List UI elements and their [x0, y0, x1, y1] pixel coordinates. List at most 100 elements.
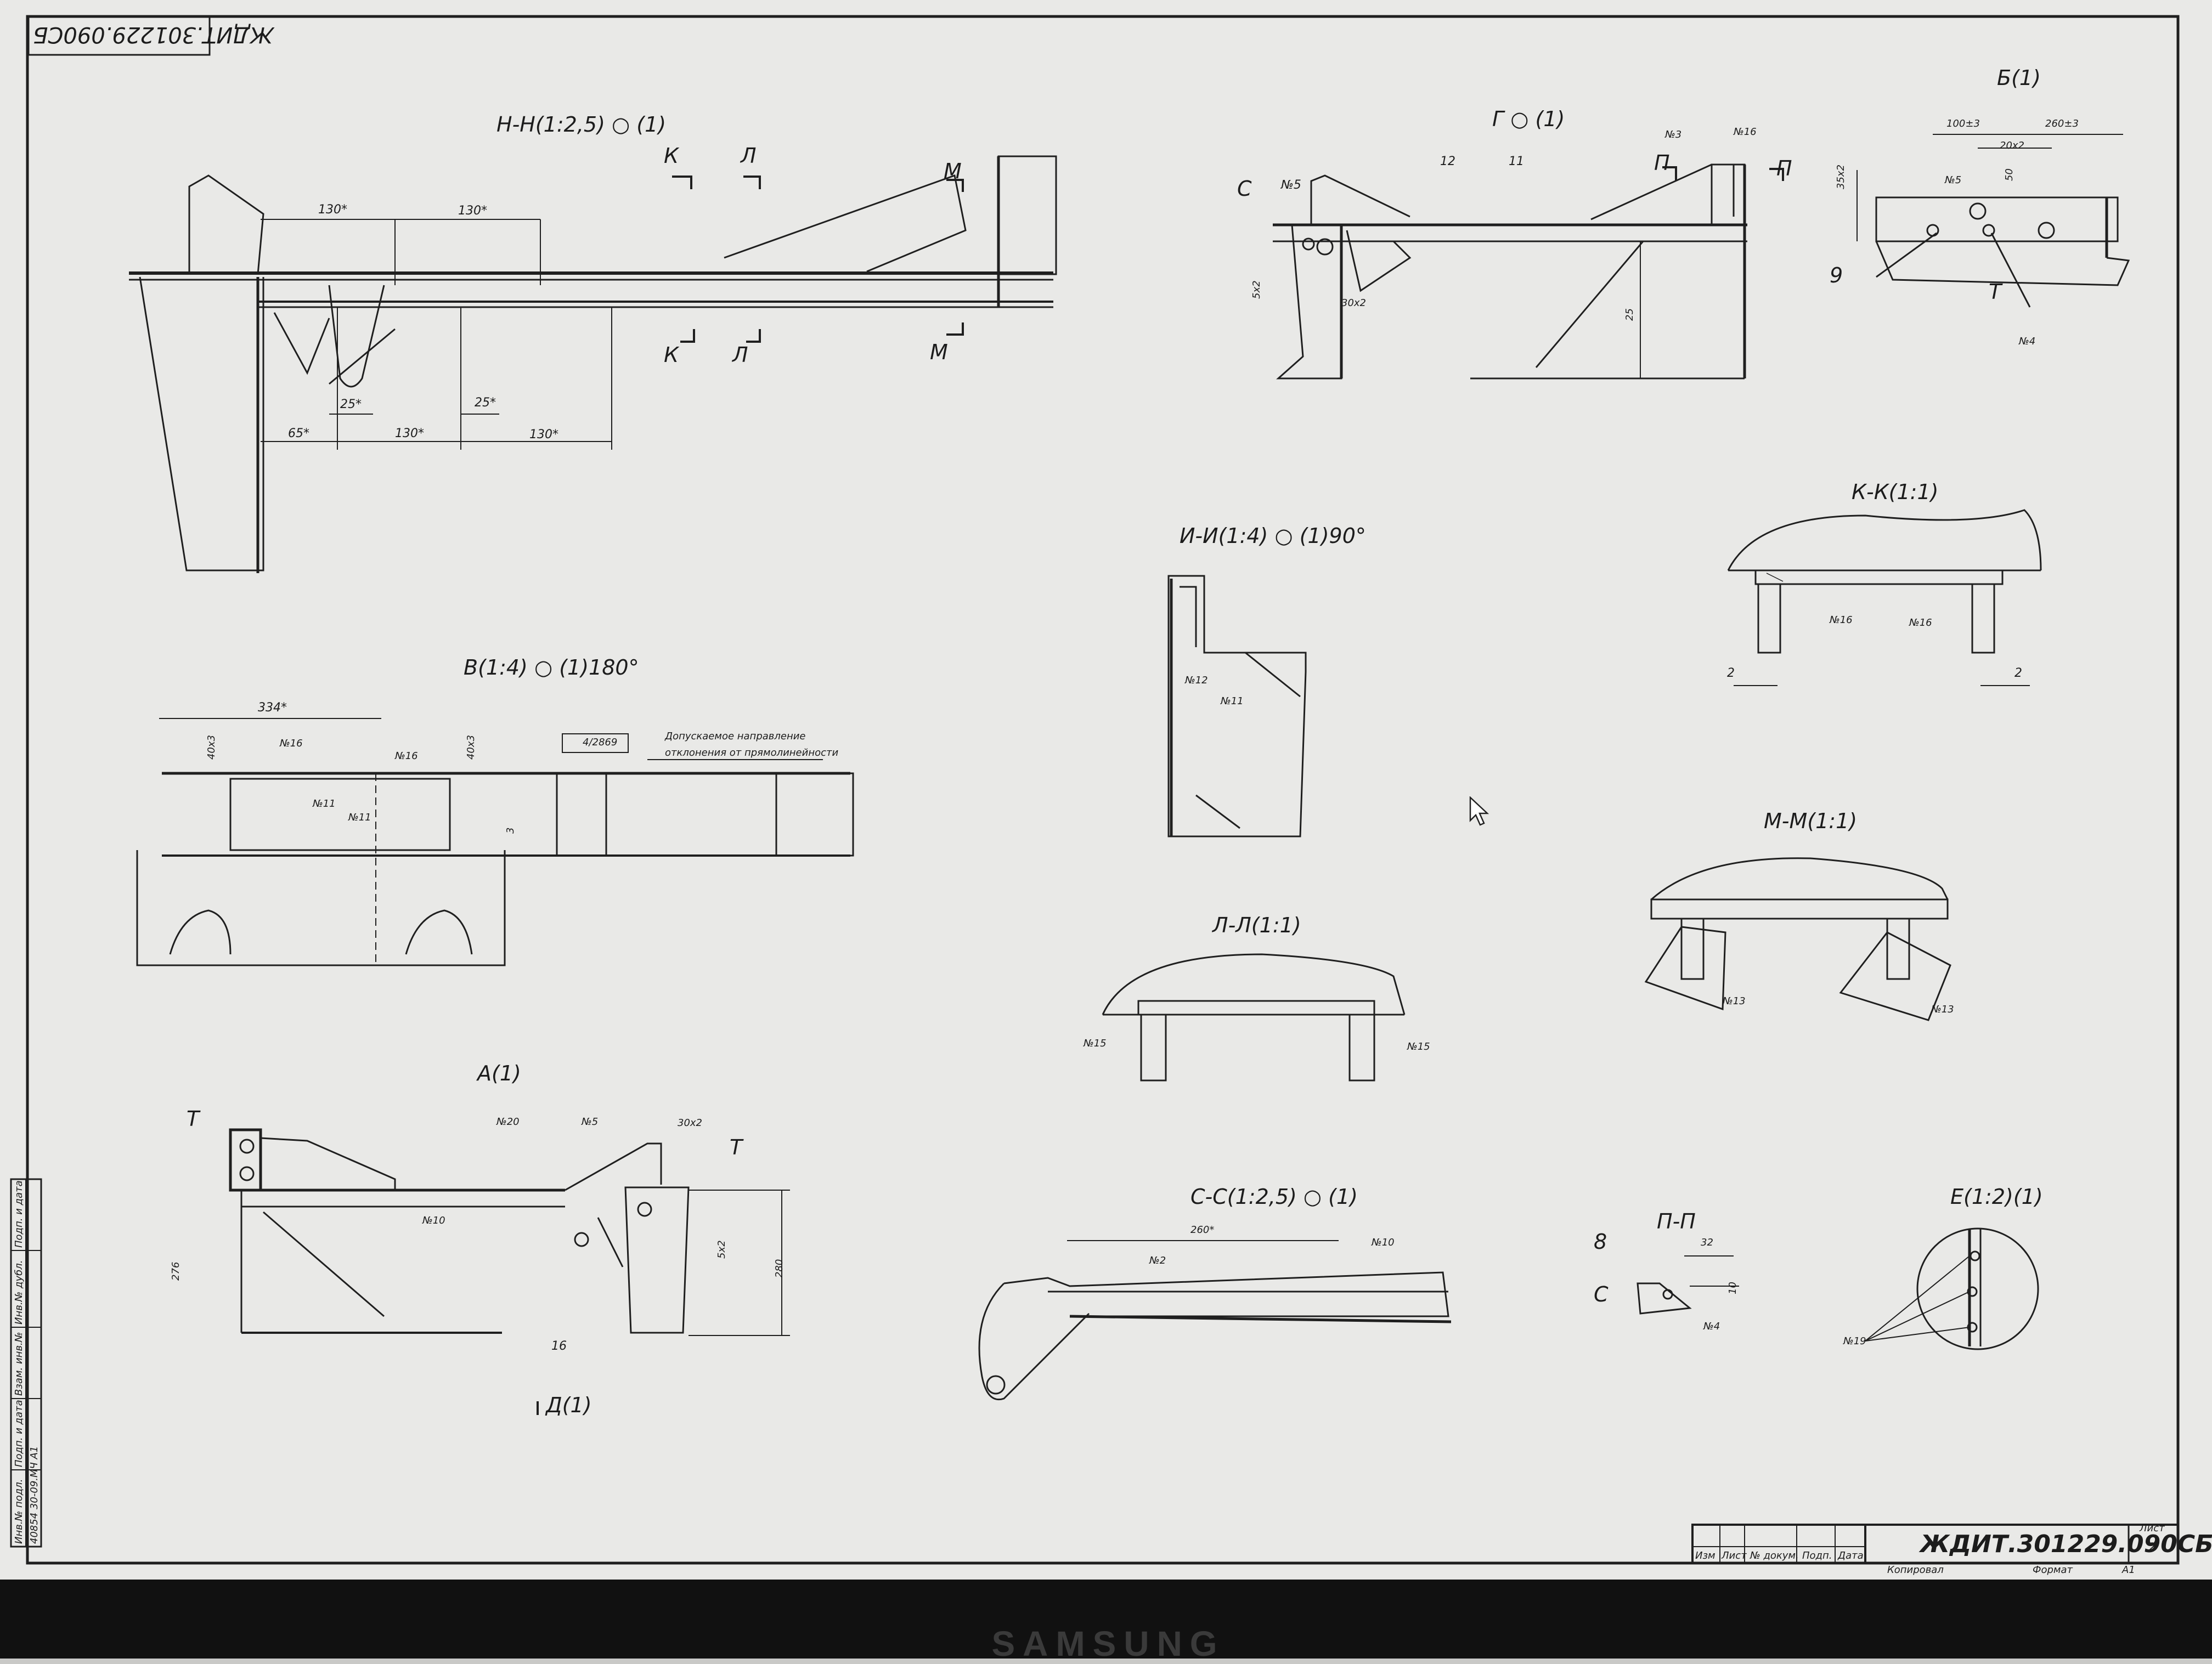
- view-p-p-title: П-П: [1657, 1209, 1696, 1233]
- stamp-header-date: Дата: [1838, 1550, 1864, 1561]
- g-dim-25: 25: [1624, 308, 1635, 321]
- b-label-t: Т: [1989, 280, 2002, 304]
- cad-screen: ЖДИТ.301229.090СБ Н-Н(1:2,5) ○ (1) Г ○ (…: [0, 0, 2212, 1580]
- dim-h-2: 130*: [458, 204, 487, 218]
- stamp-header-doc: № докум.: [1750, 1550, 1799, 1561]
- cc-label-n10: №10: [1372, 1237, 1395, 1248]
- stamp-header-izm: Изм: [1695, 1550, 1716, 1561]
- v-label-n11-a: №11: [313, 798, 336, 810]
- marker-l-top: Л: [741, 144, 757, 168]
- view-l-l-title: Л-Л(1:1): [1212, 913, 1301, 937]
- view-l-l-drawing: [1102, 953, 1406, 1082]
- g-label-n5: №5: [1281, 178, 1301, 192]
- dim-h-1: 130*: [318, 203, 347, 217]
- cc-dim-260: 260*: [1190, 1224, 1215, 1236]
- b-dim-35x2: 35х2: [1835, 164, 1847, 189]
- view-k-k-title: К-К(1:1): [1852, 480, 1939, 504]
- dim-h-5: 65*: [288, 427, 309, 440]
- kk-dim-2-right: 2: [2015, 666, 2022, 680]
- sheet-label: Лист: [2140, 1522, 2165, 1534]
- view-h-h-title: Н-Н(1:2,5) ○ (1): [496, 112, 667, 137]
- marker-m-bottom: М: [930, 340, 948, 364]
- title-block: [1691, 1524, 2179, 1564]
- view-a-drawing: [229, 1128, 790, 1415]
- v-dim-3: 3: [505, 827, 516, 834]
- top-code-box: [27, 15, 211, 56]
- a-label-16: 16: [551, 1339, 567, 1353]
- ll-label-n15-left: №15: [1084, 1038, 1107, 1049]
- mouse-cursor-icon: [1469, 796, 1489, 826]
- b-dim-260: 260±3: [2045, 118, 2079, 129]
- monitor-bezel: [0, 1580, 2212, 1659]
- view-c-c-drawing: [978, 1240, 1452, 1400]
- v-note-line1: Допускаемое направление: [665, 731, 806, 742]
- view-e-drawing: [1865, 1227, 2039, 1350]
- pp-label-8: 8: [1594, 1230, 1607, 1254]
- view-g-title: Г ○ (1): [1492, 107, 1565, 131]
- v-note-line2: отклонения от прямолинейности: [665, 747, 839, 759]
- v-dim-40x3-right: 40х3: [465, 734, 477, 760]
- pp-dim-32: 32: [1701, 1237, 1713, 1248]
- a-label-n20: №20: [496, 1116, 520, 1128]
- b-dim-100: 100±3: [1946, 118, 1980, 129]
- g-label-c: С: [1237, 177, 1252, 201]
- g-label-p-left: П: [1654, 151, 1670, 175]
- marker-k-top: К: [664, 144, 679, 168]
- pp-label-n4: №4: [1703, 1321, 1720, 1332]
- a-label-n10: №10: [422, 1215, 445, 1226]
- dim-h-7: 130*: [529, 428, 558, 442]
- b-dim-20x2: 20х2: [2000, 140, 2025, 151]
- v-tolerance: 4/2869: [583, 737, 618, 748]
- side-stamp-inv: Инв.№ подл.: [13, 1479, 25, 1544]
- b-label-n5: №5: [1945, 174, 1962, 186]
- cc-label-n2: №2: [1149, 1255, 1166, 1266]
- a-dim-30x2: 30х2: [678, 1117, 703, 1129]
- sheet-number: 2: [2148, 1541, 2155, 1555]
- view-g-drawing: [1273, 163, 1784, 380]
- marker-m-top: М: [944, 159, 962, 183]
- a-dim-280: 280: [774, 1259, 785, 1278]
- side-stamp-note: 40854 30-09.МЧ А1: [29, 1446, 40, 1544]
- v-dim-334: 334*: [258, 701, 287, 715]
- view-m-m-drawing: [1644, 857, 1951, 1021]
- dim-h-3: 25*: [340, 398, 362, 411]
- b-label-n4: №4: [2019, 336, 2036, 347]
- view-p-p-drawing: [1637, 1255, 1739, 1315]
- view-i-i-title: И-И(1:4) ○ (1)90°: [1180, 524, 1366, 548]
- mm-label-n13-right: №13: [1931, 1004, 1954, 1015]
- stamp-header-list: Лист: [1722, 1550, 1747, 1561]
- a-dim-5x2: 5х2: [716, 1240, 727, 1259]
- view-a-title: А(1): [477, 1061, 521, 1085]
- stamp-header-sign: Подп.: [1802, 1550, 1832, 1561]
- pp-label-c: С: [1594, 1282, 1609, 1306]
- g-dim-5x2: 5х2: [1251, 280, 1262, 299]
- kk-label-n16-right: №16: [1909, 617, 1932, 629]
- side-stamp-sign2: Подп. и дата: [13, 1180, 25, 1248]
- dim-h-6: 130*: [395, 427, 424, 440]
- side-stamp-frame: [10, 1178, 42, 1548]
- sheet-border: [26, 15, 2180, 1565]
- ll-label-n15-right: №15: [1407, 1041, 1430, 1052]
- a-label-t-right: Т: [730, 1135, 743, 1159]
- g-label-12: 12: [1440, 155, 1455, 168]
- view-c-c-title: С-С(1:2,5) ○ (1): [1190, 1185, 1358, 1209]
- drawing-number: ЖДИТ.301229.090СБ: [1920, 1530, 2212, 1558]
- format-value: А1: [2122, 1564, 2135, 1576]
- view-b-title: Б(1): [1997, 66, 2041, 90]
- pp-dim-10: 10: [1727, 1282, 1739, 1294]
- marker-l-bottom: Л: [732, 343, 748, 367]
- e-label-n19: №19: [1843, 1335, 1866, 1347]
- a-label-t-left: Т: [187, 1107, 200, 1131]
- view-v-drawing: [136, 718, 854, 966]
- view-e-title: Е(1:2)(1): [1950, 1185, 2043, 1209]
- format-label: Формат: [2033, 1564, 2073, 1576]
- view-b-drawing: [1857, 134, 2130, 308]
- marker-k-bottom: К: [664, 343, 679, 367]
- view-i-i-drawing: [1167, 575, 1307, 837]
- a-label-n5: №5: [582, 1116, 599, 1128]
- side-stamp-dubl: Инв.№ дубл.: [13, 1260, 25, 1325]
- g-label-p-right: П: [1776, 156, 1792, 180]
- v-dim-40x3-left: 40х3: [206, 734, 217, 760]
- view-v-title: В(1:4) ○ (1)180°: [464, 655, 639, 680]
- top-code: ЖДИТ.301229.090СБ: [33, 22, 274, 47]
